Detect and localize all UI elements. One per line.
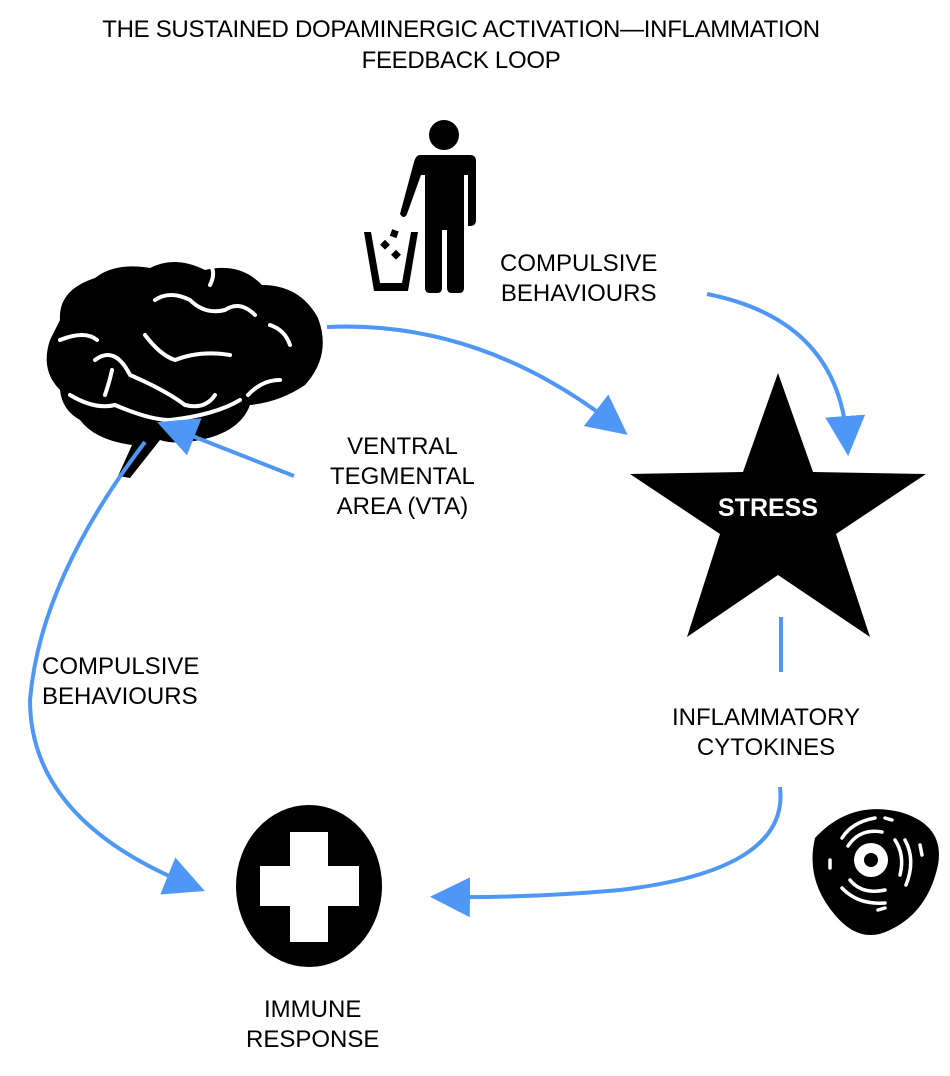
title-line-2: FEEDBACK LOOP (361, 47, 561, 74)
label-line: COMPULSIVE (42, 653, 200, 680)
label-line: VENTRAL (347, 433, 458, 460)
arrow-brain-to-stress (326, 324, 628, 435)
label-line: COMPULSIVE (500, 250, 658, 277)
arrow-vta-to-brain (157, 418, 295, 478)
label-line: INFLAMMATORY (672, 704, 861, 731)
cell-icon (812, 809, 939, 935)
label-line: IMMUNE (264, 996, 362, 1023)
label-vta: VENTRAL TEGMENTAL AREA (VTA) (330, 432, 475, 522)
medical-cross-icon (236, 805, 382, 967)
label-line: BEHAVIOURS (42, 683, 198, 710)
brain-icon (46, 261, 323, 478)
stress-star-icon (630, 373, 926, 637)
label-line: CYTOKINES (696, 734, 836, 761)
label-line: TEGMENTAL (330, 463, 475, 490)
arrow-compulsive-to-stress (706, 292, 866, 456)
label-cytokines: INFLAMMATORY CYTOKINES (672, 703, 860, 763)
label-compulsive-top: COMPULSIVE BEHAVIOURS (500, 249, 657, 309)
label-immune-response: IMMUNE RESPONSE (246, 995, 379, 1055)
title-line-1: THE SUSTAINED DOPAMINERGIC ACTIVATION—IN… (102, 16, 820, 43)
label-compulsive-left: COMPULSIVE BEHAVIOURS (42, 652, 199, 712)
person-littering-icon (364, 120, 476, 293)
label-line: BEHAVIOURS (500, 280, 657, 307)
arrow-cytokines-to-immune (430, 786, 783, 918)
stress-label: STRESS (718, 494, 819, 522)
label-line: RESPONSE (246, 1026, 380, 1053)
label-line: AREA (VTA) (336, 493, 469, 520)
diagram-title: THE SUSTAINED DOPAMINERGIC ACTIVATION—IN… (0, 14, 922, 76)
arrow-brain-to-immune (27, 440, 205, 895)
